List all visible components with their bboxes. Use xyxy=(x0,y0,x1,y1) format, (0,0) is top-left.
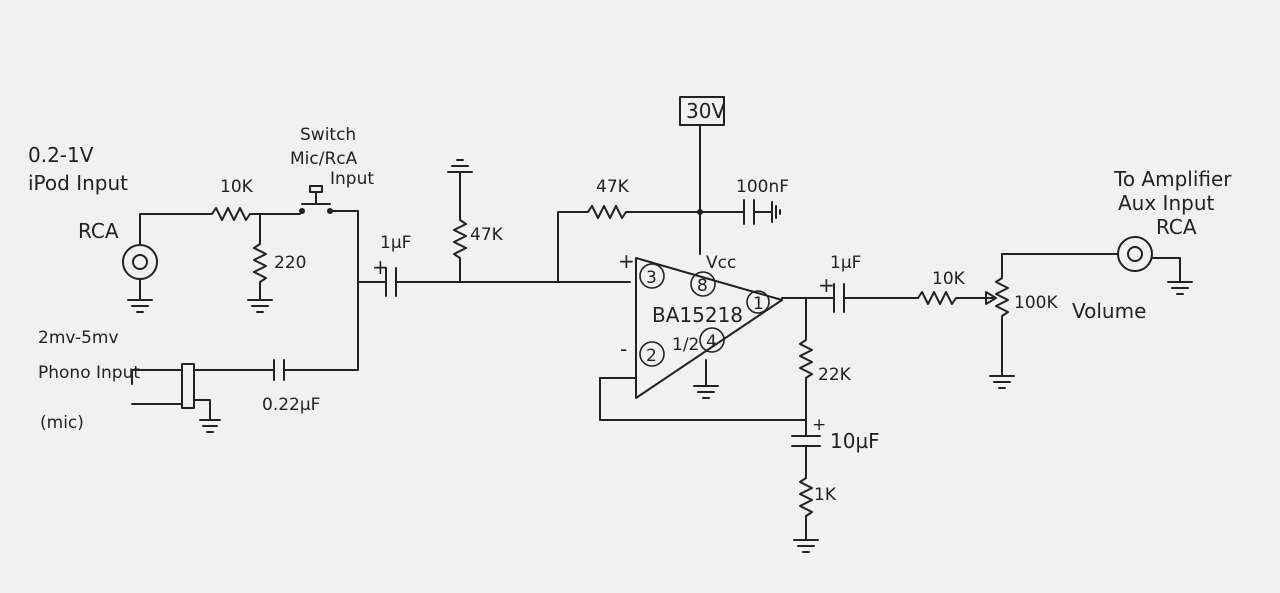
switch-label-2: Mic/RcA xyxy=(290,149,358,169)
switch-label-3: Input xyxy=(330,169,374,189)
ipod-rca-jack xyxy=(122,213,213,301)
ground-icon xyxy=(127,299,153,313)
output-wire xyxy=(781,283,919,313)
resistor-ground-label: 1K xyxy=(814,485,837,505)
ipod-input-label: iPod Input xyxy=(28,171,128,195)
capacitor-phono-label: 0.22µF xyxy=(262,395,320,415)
switch-label-1: Switch xyxy=(300,125,356,145)
supply-label: 30V xyxy=(686,99,725,123)
resistor-fb xyxy=(799,297,813,421)
pin-3-marker: 3 xyxy=(639,263,665,289)
resistor-fb-top-label: 47K xyxy=(596,177,630,197)
pin-1-label: 1 xyxy=(753,294,764,314)
phono-mic-label: (mic) xyxy=(40,413,84,433)
output-rca-jack xyxy=(1117,236,1193,295)
resistor-input xyxy=(211,207,301,221)
capacitor-fb-plus: + xyxy=(812,415,826,435)
pin-1-marker: 1 xyxy=(746,290,770,314)
opamp-ba15218 xyxy=(599,257,807,421)
resistor-bias-label: 47K xyxy=(470,225,504,245)
phono-level-label: 2mv-5mv xyxy=(38,328,119,348)
opamp-plus: + xyxy=(618,249,635,273)
capacitor-fb-label: 10µF xyxy=(830,429,880,453)
pin-8-marker: 8 xyxy=(690,271,716,297)
pin-4-label: 4 xyxy=(706,332,717,352)
output-label-2: Aux Input xyxy=(1118,191,1214,215)
ipod-level-label: 0.2-1V xyxy=(28,143,94,167)
capacitor-output-plus: + xyxy=(818,273,835,297)
capacitor-output-label: 1µF xyxy=(830,253,861,273)
capacitor-input xyxy=(357,267,631,297)
capacitor-input-plus: + xyxy=(372,255,389,279)
opamp-minus: - xyxy=(620,337,627,361)
resistor-fb-label: 22K xyxy=(818,365,852,385)
volume-pot[interactable] xyxy=(989,253,1119,389)
input-switch[interactable] xyxy=(299,185,359,283)
opamp-name-label: BA15218 xyxy=(652,303,743,327)
volume-label: Volume xyxy=(1072,299,1146,323)
phono-input-label: Phono Input xyxy=(38,363,140,383)
pot-label: 100K xyxy=(1014,293,1058,313)
resistor-fb-top xyxy=(557,205,701,283)
resistor-bias xyxy=(447,159,473,283)
output-label-3: RCA xyxy=(1156,215,1197,239)
capacitor-supply-label: 100nF xyxy=(736,177,789,197)
capacitor-fb xyxy=(791,419,821,479)
resistor-output-label: 10K xyxy=(932,269,966,289)
resistor-input-label: 10K xyxy=(220,177,254,197)
pin-2-label: 2 xyxy=(646,346,657,366)
resistor-ground xyxy=(793,477,819,553)
capacitor-phono xyxy=(273,281,359,381)
phono-jack xyxy=(131,363,275,433)
pin-4-marker: 4 xyxy=(699,327,725,353)
capacitor-input-label: 1µF xyxy=(380,233,411,253)
output-label-1: To Amplifier xyxy=(1113,167,1232,191)
capacitor-supply xyxy=(699,199,781,225)
pin-3-label: 3 xyxy=(646,268,657,288)
resistor-shunt xyxy=(247,213,273,313)
resistor-shunt-label: 220 xyxy=(274,253,306,273)
pin-8-label: 8 xyxy=(697,276,708,296)
ipod-connector-label: RCA xyxy=(78,219,119,243)
pin-2-marker: 2 xyxy=(639,341,665,367)
opamp-half-label: 1/2 xyxy=(672,335,699,355)
opamp-vcc-label: Vcc xyxy=(706,253,736,273)
resistor-output xyxy=(917,291,997,305)
